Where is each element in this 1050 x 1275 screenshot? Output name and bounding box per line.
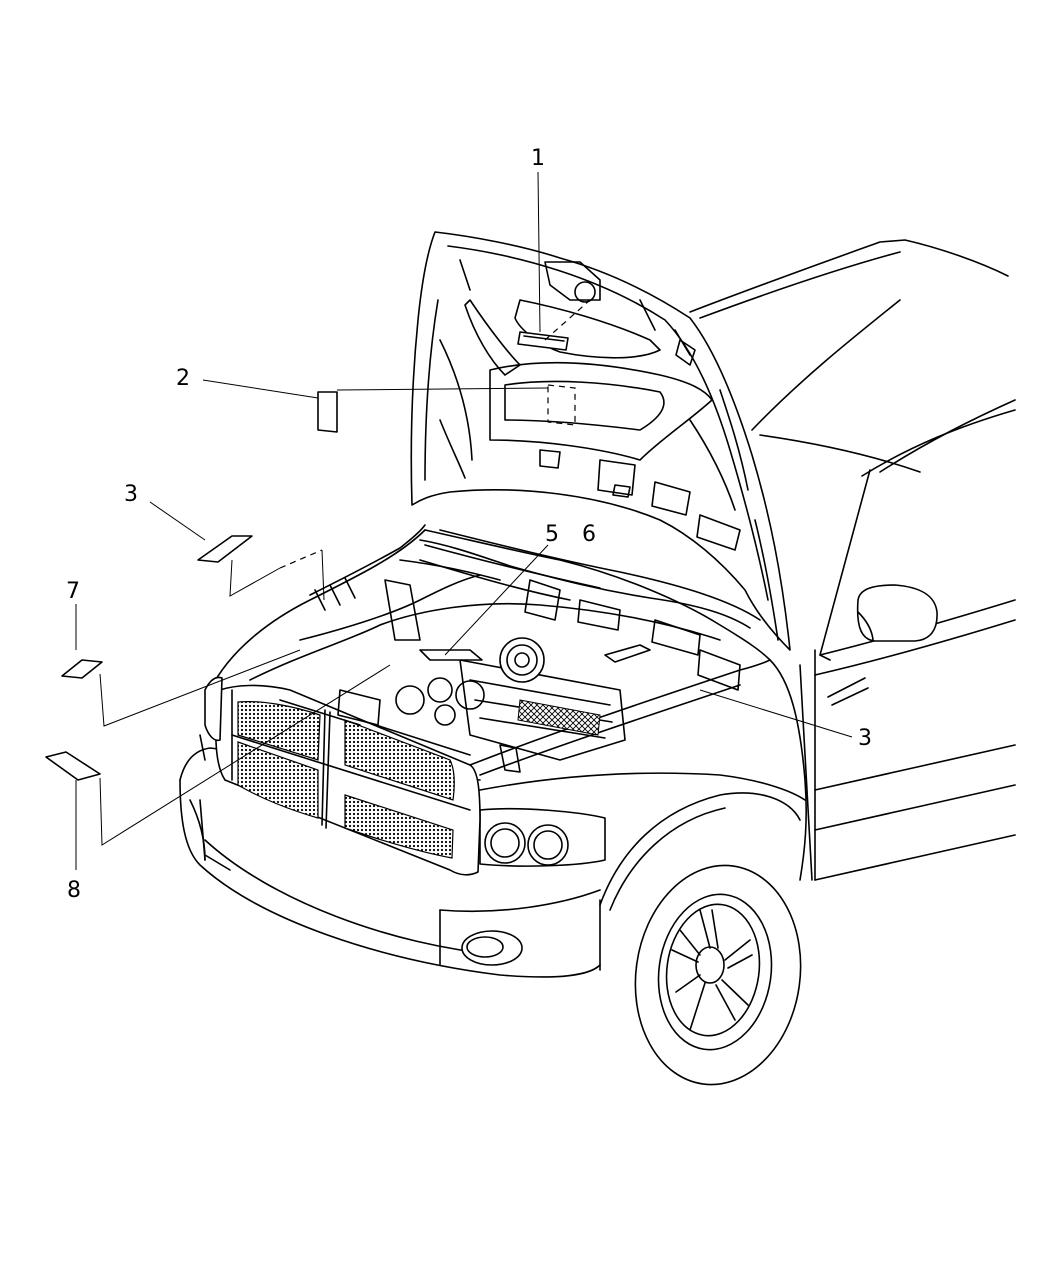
callout-3-right: 3 — [858, 726, 872, 751]
label-parts — [45, 391, 338, 781]
callout-3-left: 3 — [124, 482, 138, 507]
leader-lines — [75, 171, 853, 870]
callout-8: 8 — [67, 878, 81, 903]
label-3-left — [197, 535, 253, 563]
label-7 — [61, 659, 103, 679]
callout-7: 7 — [66, 579, 80, 604]
front-end — [179, 524, 807, 1086]
callout-1: 1 — [531, 146, 545, 171]
label-8 — [45, 751, 101, 781]
callout-2: 2 — [176, 366, 190, 391]
callout-6: 6 — [582, 522, 596, 547]
callout-5: 5 — [545, 522, 559, 547]
hood — [410, 231, 791, 651]
label-2 — [317, 391, 338, 433]
truck-body — [689, 239, 1016, 881]
